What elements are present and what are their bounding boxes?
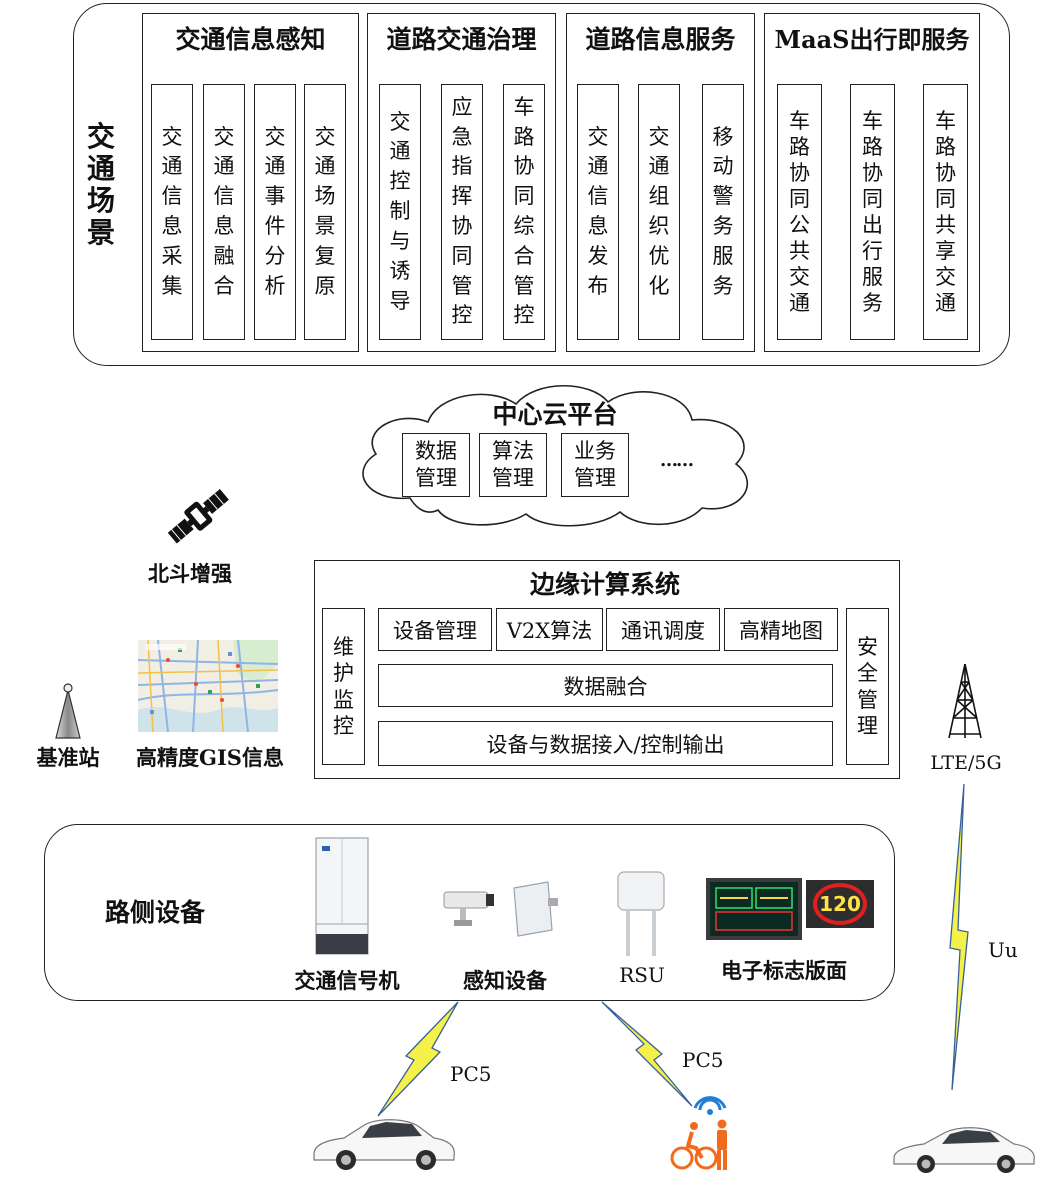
pc5-label-right: PC5 xyxy=(682,1048,724,1072)
cloud-data-management: 数据管理 xyxy=(402,433,470,497)
item-public-transport: 车路协同公共交通 xyxy=(777,84,822,340)
radar-sensor-icon xyxy=(513,881,558,937)
item-control-guidance: 交通控制与诱导 xyxy=(379,84,421,340)
uu-link xyxy=(949,783,969,1091)
device-signal-controller: 交通信号机 xyxy=(294,968,400,993)
gis-label: 高精度GIS信息 xyxy=(136,745,284,770)
scene-title: 交通场景 xyxy=(86,119,115,250)
edge-device-management: 设备管理 xyxy=(378,608,492,651)
edge-access-control-output: 设备与数据接入/控制输出 xyxy=(378,721,833,766)
device-sensing: 感知设备 xyxy=(463,968,547,993)
edge-maintenance-monitor: 维护监控 xyxy=(322,608,365,765)
item-cooperative-control: 车路协同综合管控 xyxy=(503,84,545,340)
edge-hd-map: 高精地图 xyxy=(724,608,838,651)
item-info-fusion: 交通信息融合 xyxy=(203,84,245,340)
device-rsu: RSU xyxy=(619,963,665,987)
rsu-icon xyxy=(617,871,665,956)
car-left-icon xyxy=(313,1119,455,1170)
group-title-governance: 道路交通治理 xyxy=(386,25,537,54)
cyclist-icon xyxy=(670,1096,727,1170)
camera-icon xyxy=(443,891,494,926)
group-title-perception: 交通信息感知 xyxy=(175,25,326,54)
item-info-collection: 交通信息采集 xyxy=(151,84,193,340)
base-station-label: 基准站 xyxy=(36,745,100,770)
edge-v2x-algorithm: V2X算法 xyxy=(496,608,603,651)
item-shared-transport: 车路协同共享交通 xyxy=(923,84,968,340)
cloud-more: …… xyxy=(660,450,694,471)
item-emergency-command: 应急指挥协同管控 xyxy=(441,84,483,340)
beidou-label: 北斗增强 xyxy=(148,561,232,586)
uu-label: Uu xyxy=(988,938,1018,962)
group-title-info-service: 道路信息服务 xyxy=(585,25,736,54)
scene-panel xyxy=(73,3,1010,366)
item-mobile-police: 移动警务服务 xyxy=(702,84,744,340)
cloud-title: 中心云平台 xyxy=(492,400,618,429)
tower-label: LTE/5G xyxy=(930,752,1002,774)
pc5-label-left: PC5 xyxy=(450,1062,492,1086)
edge-comm-scheduling: 通讯调度 xyxy=(606,608,720,651)
item-info-release: 交通信息发布 xyxy=(577,84,619,340)
roadside-title: 路侧设备 xyxy=(105,898,206,927)
signal-controller-icon xyxy=(315,837,369,955)
cloud-algorithm-management: 算法管理 xyxy=(479,433,547,497)
electronic-sign-icon xyxy=(706,878,802,940)
pc5-link-right xyxy=(601,1001,693,1107)
roadside-panel xyxy=(44,824,895,1001)
satellite-icon xyxy=(167,489,229,544)
device-electronic-sign: 电子标志版面 xyxy=(721,958,847,983)
item-travel-service: 车路协同出行服务 xyxy=(850,84,895,340)
base-station-icon xyxy=(55,683,81,739)
cell-tower-icon xyxy=(948,663,982,739)
cloud-business-management: 业务管理 xyxy=(561,433,629,497)
pc5-link-left xyxy=(377,1001,459,1117)
group-title-maas: MaaS出行即服务 xyxy=(774,25,970,54)
gis-map-image xyxy=(138,640,278,732)
car-right-icon xyxy=(893,1127,1035,1173)
edge-security-management: 安全管理 xyxy=(846,608,889,765)
speed-sign-value: 120 xyxy=(813,883,867,925)
item-event-analysis: 交通事件分析 xyxy=(254,84,296,340)
edge-title: 边缘计算系统 xyxy=(529,570,680,599)
edge-data-fusion: 数据融合 xyxy=(378,664,833,707)
item-organization-optimize: 交通组织优化 xyxy=(638,84,680,340)
item-scene-restore: 交通场景复原 xyxy=(304,84,346,340)
